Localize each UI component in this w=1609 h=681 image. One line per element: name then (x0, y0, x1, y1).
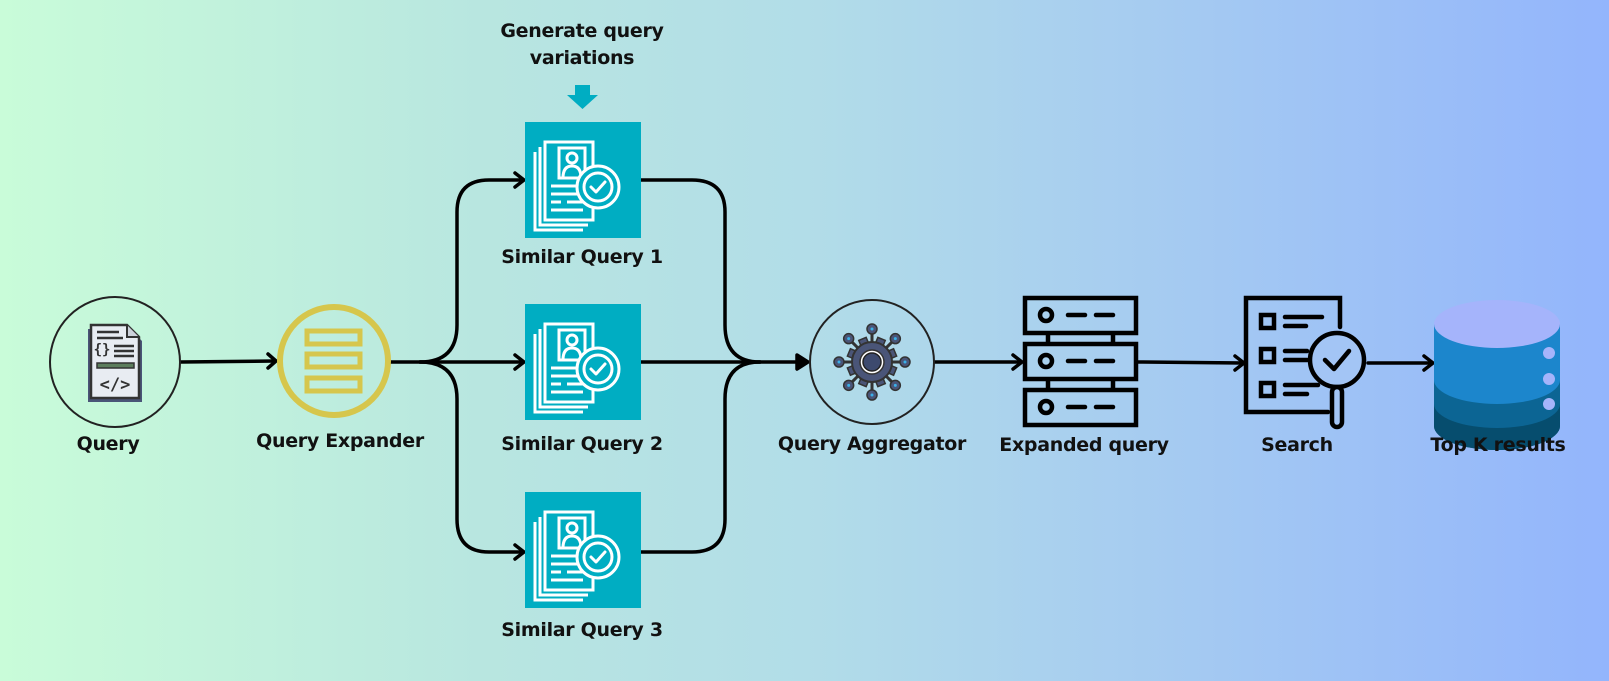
edge-similar1-aggregator (639, 178, 762, 364)
annotation-line-1: Generate query (500, 20, 664, 42)
down-arrow-icon (567, 85, 598, 109)
label-expanded-query: Expanded query (999, 434, 1169, 456)
network-node-dot (847, 383, 851, 387)
network-node-dot (847, 337, 851, 341)
arrowhead (513, 353, 526, 371)
arrowhead (1422, 354, 1435, 372)
edge-expander-similar3 (418, 360, 525, 554)
connectors (179, 171, 1435, 561)
database-icon (1434, 300, 1560, 450)
arrowhead (513, 543, 526, 561)
network-node-dot (903, 360, 907, 364)
node-query[interactable]: {} </> (49, 296, 181, 428)
node-expanded-query[interactable] (1022, 295, 1139, 428)
node-similar-query-3[interactable] (525, 492, 641, 608)
svg-text:</>: </> (100, 375, 131, 395)
edge-similar3-aggregator (639, 360, 762, 554)
network-node-dot (893, 383, 897, 387)
arrowhead (1011, 353, 1024, 371)
label-similar-query-2: Similar Query 2 (501, 433, 663, 455)
network-node-dot (893, 337, 897, 341)
list-lines-icon (304, 328, 363, 394)
node-similar-query-1[interactable] (525, 122, 641, 238)
node-query-aggregator[interactable] (809, 299, 935, 425)
label-top-k-results: Top K results (1430, 434, 1566, 456)
gear-network-icon (833, 323, 911, 401)
network-node-dot (870, 393, 874, 397)
network-node-dot (837, 360, 841, 364)
label-query-aggregator: Query Aggregator (777, 433, 967, 455)
arrowhead (795, 353, 810, 371)
gear-hub (862, 352, 882, 372)
node-similar-query-2[interactable] (525, 304, 641, 420)
label-query-expander: Query Expander (256, 430, 424, 452)
edge-expanded-search (1136, 360, 1245, 365)
arrowhead (266, 352, 278, 370)
label-similar-query-1: Similar Query 1 (501, 246, 663, 268)
edge-expander-similar1 (418, 178, 525, 364)
node-query-expander[interactable] (277, 304, 391, 418)
network-node-dot (870, 327, 874, 331)
label-search: Search (1261, 434, 1333, 456)
node-top-k-results[interactable] (1434, 300, 1560, 450)
checklist-magnifier-icon (1243, 295, 1367, 430)
code-document-icon: {} </> (88, 323, 142, 402)
server-rack-icon (1022, 295, 1139, 428)
label-similar-query-3: Similar Query 3 (501, 619, 663, 641)
label-query: Query (76, 433, 140, 455)
annotation-generate-variations: Generate query variations (482, 18, 682, 72)
arrowhead (513, 171, 526, 189)
annotation-line-2: variations (529, 47, 635, 69)
svg-text:{}: {} (94, 342, 111, 358)
edge-query-expander (179, 359, 277, 364)
node-search[interactable] (1243, 295, 1367, 430)
